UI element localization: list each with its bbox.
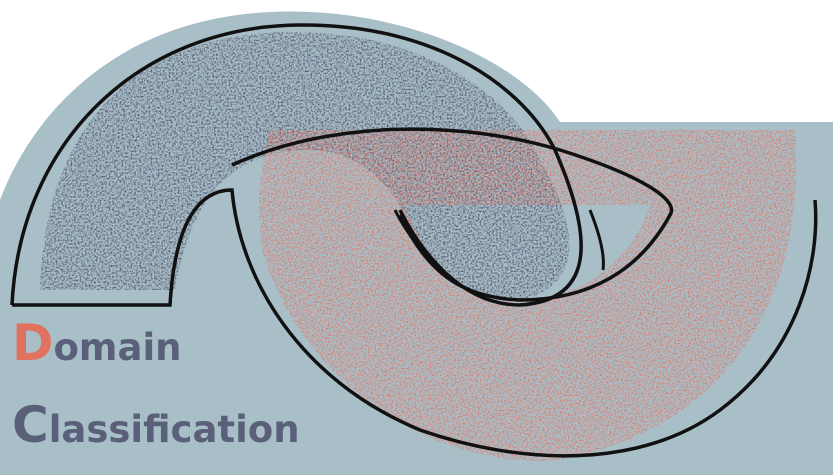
domain-b-point-cloud [259,130,797,461]
inner-boundary-outline [231,127,674,302]
inner-arc-outline [393,209,446,274]
domain-a-point-cloud [40,31,570,300]
title-line-classification: Classification [12,400,300,450]
title-initial-c: C [12,396,49,454]
title-rest-lassification: lassification [48,408,300,451]
title-line-domain: Domain [12,318,181,368]
inner-arc-outline-right [588,209,605,271]
boundary-outline [10,23,818,458]
title-rest-omain: omain [53,326,182,369]
title-initial-d: D [12,314,54,372]
